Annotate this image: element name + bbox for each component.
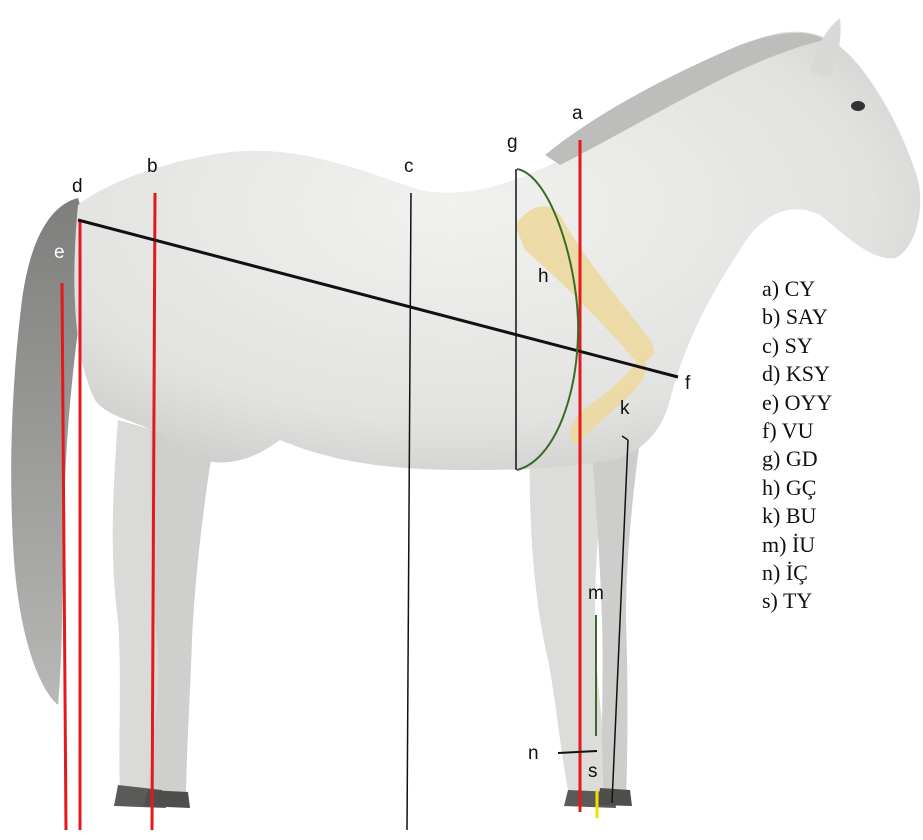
legend-item: a) CY — [762, 275, 912, 303]
horse-eye — [851, 101, 865, 111]
horse-hind-leg-far — [148, 430, 214, 802]
legend-item: f) VU — [762, 417, 912, 445]
label-g: g — [507, 132, 518, 153]
label-b: b — [147, 156, 158, 177]
label-h: h — [538, 266, 549, 287]
label-k: k — [620, 398, 630, 419]
label-f: f — [685, 373, 691, 394]
legend-item: d) KSY — [762, 360, 912, 388]
abbreviation-legend: a) CY b) SAY c) SY d) KSY e) OYY f) VU g… — [762, 275, 912, 616]
legend-item: m) İU — [762, 531, 912, 559]
legend-item: e) OYY — [762, 389, 912, 417]
legend-item: s) TY — [762, 587, 912, 615]
horse-hoof — [598, 788, 632, 806]
legend-item: n) İÇ — [762, 559, 912, 587]
label-e: e — [54, 242, 65, 263]
label-d: d — [72, 176, 83, 197]
label-s: s — [588, 761, 598, 782]
legend-item: h) GÇ — [762, 474, 912, 502]
legend-item: b) SAY — [762, 303, 912, 331]
legend-item: c) SY — [762, 332, 912, 360]
legend-item: k) BU — [762, 502, 912, 530]
label-m: m — [588, 583, 604, 604]
label-c: c — [404, 156, 414, 177]
label-n: n — [528, 743, 539, 764]
legend-item: g) GD — [762, 445, 912, 473]
label-a: a — [572, 103, 583, 124]
